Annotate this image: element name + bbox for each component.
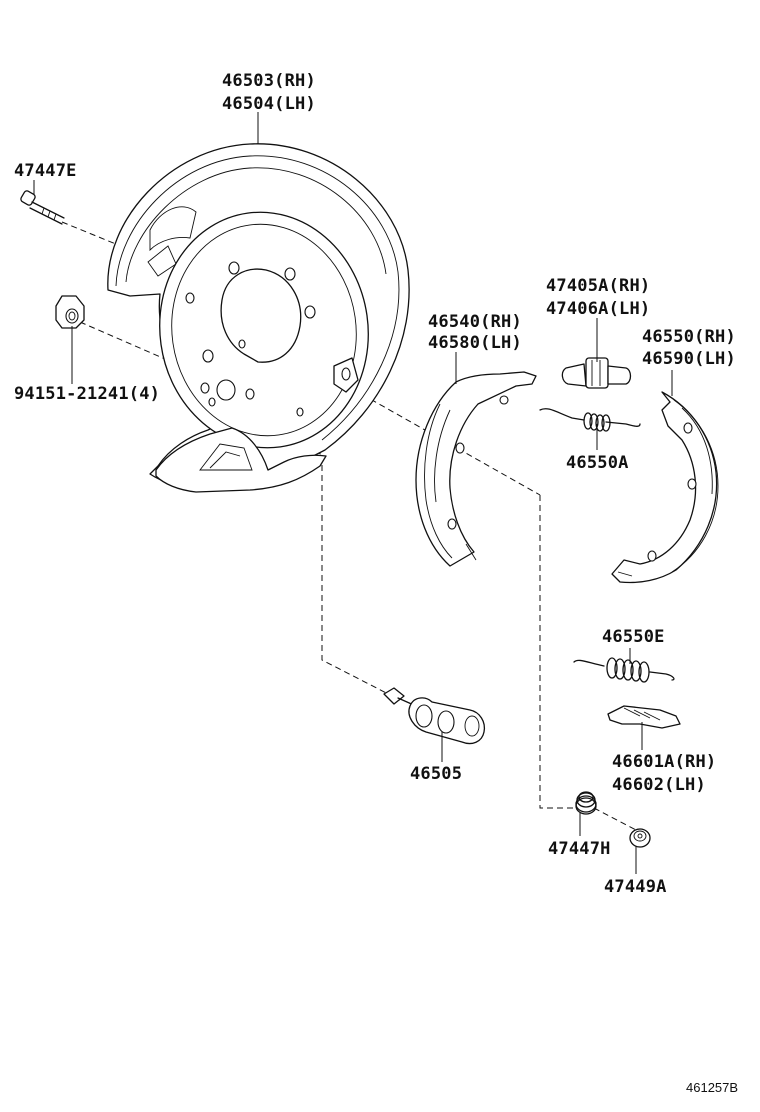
label-lever-rh: 46601A(RH) bbox=[612, 752, 716, 772]
nut-94151 bbox=[55, 295, 85, 329]
label-shoe-rear-lh: 46590(LH) bbox=[642, 349, 736, 369]
adjuster-47405a bbox=[561, 357, 632, 389]
label-spring-a: 46550A bbox=[566, 453, 629, 473]
label-bolt: 47447E bbox=[14, 161, 77, 181]
label-shoe-front-rh: 46540(RH) bbox=[428, 312, 522, 332]
label-hold-spring: 47447H bbox=[548, 839, 611, 859]
leader-lines bbox=[33, 112, 673, 874]
spring-46550e bbox=[573, 657, 675, 683]
bolt-47447e bbox=[20, 190, 65, 225]
brake-shoe-rear bbox=[611, 391, 719, 584]
label-wheel-cylinder: 46505 bbox=[410, 764, 462, 784]
label-backing-plate-lh: 46504(LH) bbox=[222, 94, 316, 114]
brake-shoe-front bbox=[415, 371, 537, 567]
label-adjuster-rh: 47405A(RH) bbox=[546, 276, 650, 296]
hold-spring-47447h bbox=[575, 791, 597, 815]
lever-46601a bbox=[607, 705, 681, 729]
label-adjuster-lh: 47406A(LH) bbox=[546, 299, 650, 319]
label-shoe-rear-rh: 46550(RH) bbox=[642, 327, 736, 347]
label-nut: 94151-21241(4) bbox=[14, 384, 160, 404]
wheel-cylinder-46505 bbox=[383, 687, 486, 745]
retainer-cup-47449a bbox=[629, 828, 651, 848]
label-shoe-front-lh: 46580(LH) bbox=[428, 333, 522, 353]
label-lever-lh: 46602(LH) bbox=[612, 775, 706, 795]
spring-46550a bbox=[539, 408, 641, 432]
part-labels: 46503(RH) 46504(LH) 47447E 94151-21241(4… bbox=[14, 71, 738, 1095]
reference-number: 461257B bbox=[686, 1080, 738, 1095]
label-retainer-cup: 47449A bbox=[604, 877, 667, 897]
label-spring-e: 46550E bbox=[602, 627, 665, 647]
label-backing-plate-rh: 46503(RH) bbox=[222, 71, 316, 91]
backing-plate bbox=[107, 143, 410, 493]
